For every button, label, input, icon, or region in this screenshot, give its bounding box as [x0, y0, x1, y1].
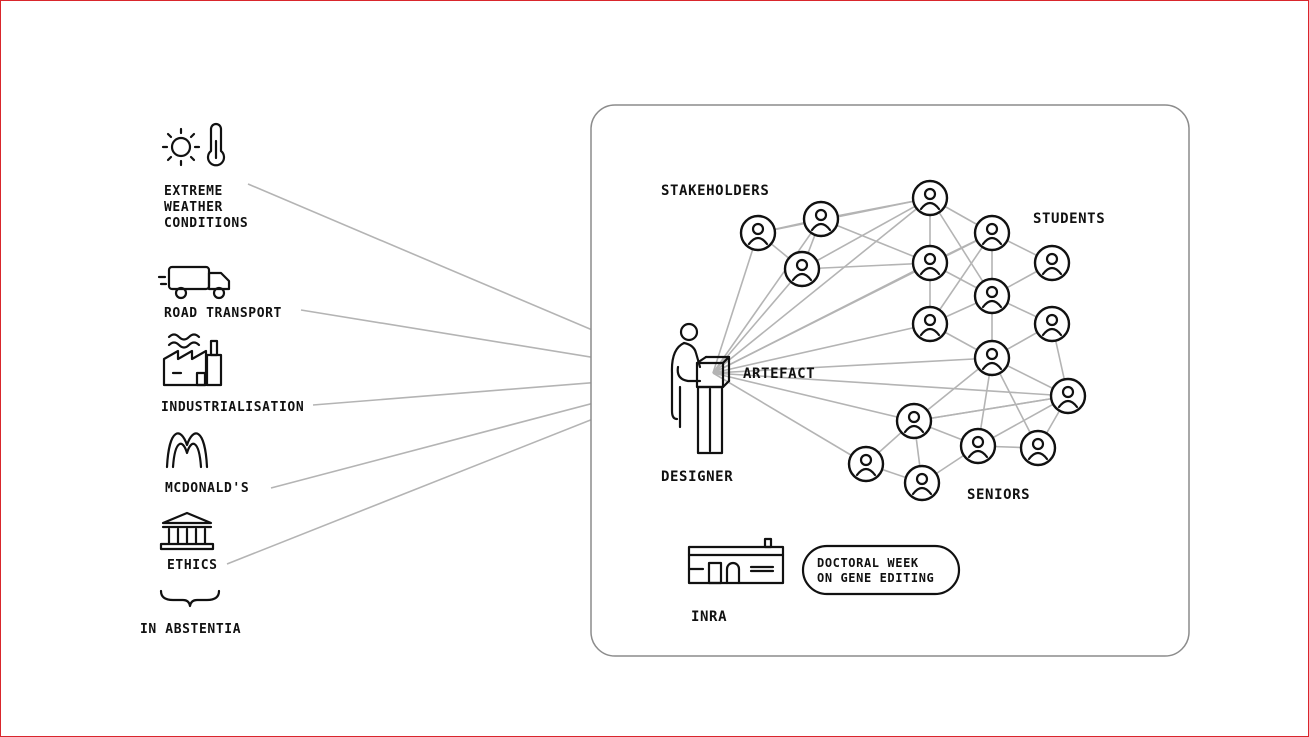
person-node-icon — [1049, 377, 1087, 415]
person-node-icon — [973, 214, 1011, 252]
network-link — [929, 197, 993, 297]
person-node-icon — [895, 402, 933, 440]
road-transport-label: ROAD TRANSPORT — [164, 306, 282, 321]
designer-network-link — [712, 323, 931, 374]
event-bubble — [801, 544, 961, 596]
person-node-icon — [903, 464, 941, 502]
scene-panel — [590, 104, 1190, 657]
designer-network-link — [712, 357, 993, 374]
event-label-line2: ON GENE EDITING — [817, 571, 934, 585]
truck-icon — [157, 265, 231, 300]
person-node-icon — [847, 445, 885, 483]
students-label: STUDENTS — [1033, 211, 1105, 227]
designer-network-link — [712, 232, 759, 374]
event-label-line1: DOCTORAL WEEK — [817, 556, 919, 570]
person-node-icon — [911, 179, 949, 217]
designer-network-link — [712, 218, 822, 374]
network-link — [820, 218, 931, 264]
person-node-icon — [911, 244, 949, 282]
ethics-label: ETHICS — [167, 558, 218, 573]
artefact-label: ARTEFACT — [743, 366, 815, 382]
factory-icon — [162, 333, 223, 387]
mcdonalds-label: MCDONALD'S — [165, 481, 249, 496]
designer-figure-icon — [670, 322, 731, 455]
sun-thermometer-icon — [161, 122, 226, 167]
stakeholders-label: STAKEHOLDERS — [661, 183, 769, 199]
inra-building-icon — [687, 537, 785, 585]
network-link — [801, 262, 931, 270]
person-node-icon — [802, 200, 840, 238]
designer-network-link — [712, 372, 915, 422]
columns-building-icon — [159, 511, 215, 551]
in-absentia-caption: IN ABSTENTIA — [140, 622, 241, 637]
person-node-icon — [973, 339, 1011, 377]
network-link — [913, 395, 1069, 422]
weather-label-line1: EXTREME — [164, 184, 223, 199]
person-node-icon — [1033, 305, 1071, 343]
person-node-icon — [973, 277, 1011, 315]
network-link — [757, 197, 931, 234]
designer-network-link — [712, 197, 931, 374]
designer-label: DESIGNER — [661, 469, 733, 485]
seniors-label: SENIORS — [967, 487, 1030, 503]
person-node-icon — [739, 214, 777, 252]
network-nodes — [739, 179, 1087, 502]
network-link — [801, 197, 931, 270]
industrialisation-label: INDUSTRIALISATION — [161, 400, 304, 415]
brace-icon — [159, 589, 221, 608]
person-node-icon — [959, 427, 997, 465]
person-node-icon — [1019, 429, 1057, 467]
weather-label-line3: CONDITIONS — [164, 216, 248, 231]
person-node-icon — [1033, 244, 1071, 282]
person-node-icon — [783, 250, 821, 288]
designer-network-link — [712, 372, 867, 465]
network-link — [929, 232, 993, 325]
designer-network-link — [712, 268, 803, 374]
person-node-icon — [911, 305, 949, 343]
mcdonalds-logo-icon — [165, 432, 209, 469]
inra-label: INRA — [691, 609, 727, 625]
weather-label-line2: WEATHER — [164, 200, 223, 215]
